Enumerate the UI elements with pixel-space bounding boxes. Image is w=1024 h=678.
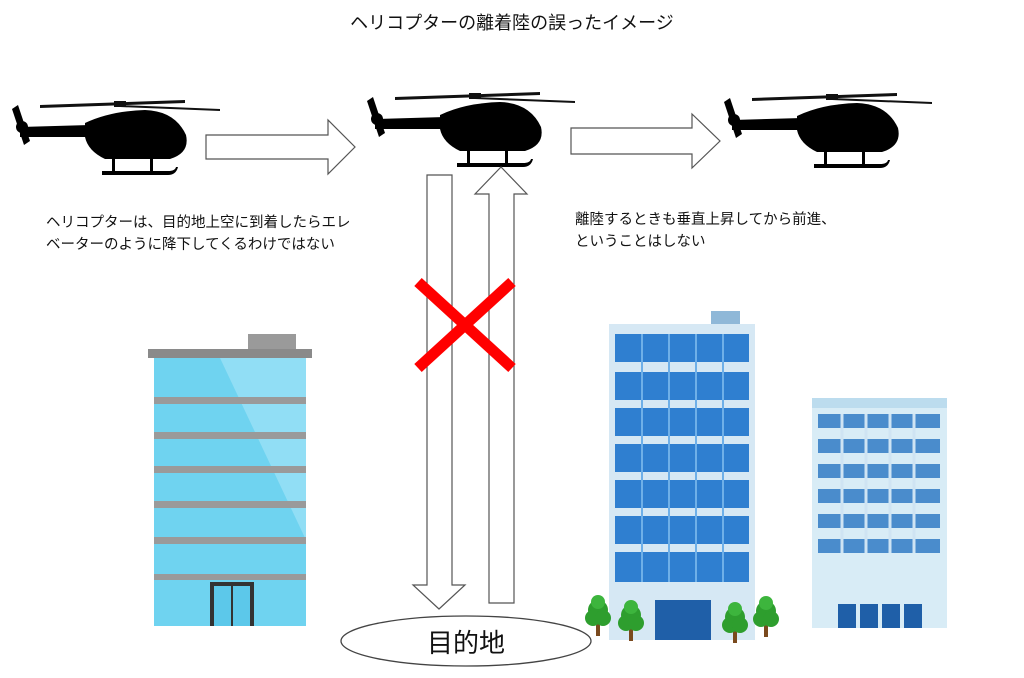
helicopter-center <box>367 92 575 167</box>
arrow-up <box>473 166 529 604</box>
helicopter-left <box>12 100 220 175</box>
takeoff-note: 離陸するときも垂直上昇してから前進、 ということはしない <box>575 212 836 250</box>
page-title: ヘリコプターの離着陸の誤ったイメージ <box>350 13 674 34</box>
building-center-right <box>609 311 755 640</box>
building-right <box>812 398 947 628</box>
arrow-right-2 <box>570 112 721 170</box>
descent-note: ヘリコプターは、目的地上空に到着したらエレ ベーターのように降下してくるわけでは… <box>46 215 351 253</box>
destination-ellipse <box>340 615 592 667</box>
tree-icon <box>753 596 779 637</box>
arrow-down <box>411 174 467 610</box>
arrow-right-1 <box>205 118 356 176</box>
red-cross-icon <box>414 277 516 373</box>
building-left <box>148 334 312 626</box>
destination-label: 目的地 <box>426 629 505 659</box>
helicopter-right <box>724 93 932 168</box>
